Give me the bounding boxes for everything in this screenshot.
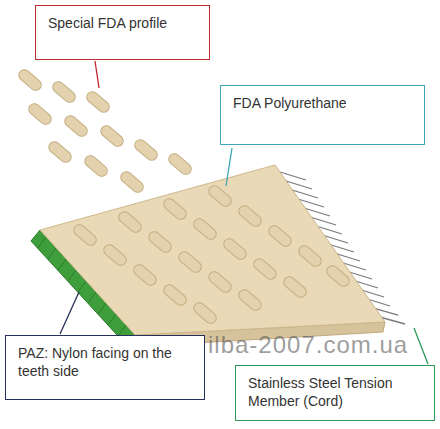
profile-pills bbox=[72, 183, 352, 325]
callout-box: FDA Polyurethane bbox=[220, 85, 425, 145]
callout-box: PAZ: Nylon facing on the teeth side bbox=[5, 335, 205, 400]
watermark: ilba-2007.com.ua bbox=[208, 331, 408, 359]
leader-line bbox=[95, 61, 99, 88]
leader-line bbox=[414, 328, 428, 364]
belt-surface bbox=[40, 165, 385, 335]
callout-box: Stainless Steel Tension Member (Cord) bbox=[235, 365, 435, 421]
callout-text: FDA Polyurethane bbox=[233, 94, 412, 112]
callout-text: Special FDA profile bbox=[48, 14, 197, 32]
leader-line bbox=[226, 148, 232, 186]
leader-line bbox=[60, 292, 79, 334]
callout-text: PAZ: Nylon facing on the teeth side bbox=[18, 344, 192, 380]
callout-box: Special FDA profile bbox=[35, 5, 210, 60]
falling-pills bbox=[17, 67, 194, 194]
callout-text: Stainless Steel Tension Member (Cord) bbox=[248, 374, 422, 410]
